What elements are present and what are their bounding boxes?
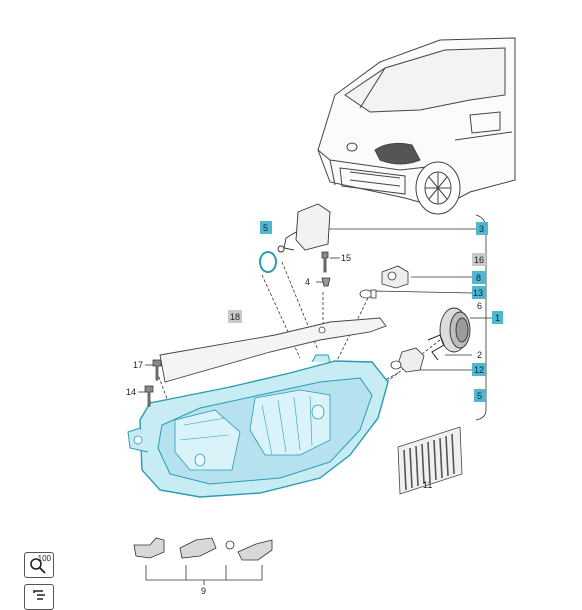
bulb-socket-3[interactable] <box>277 203 331 253</box>
callout-16[interactable]: 16 <box>474 255 484 265</box>
callout-labels: 3 5 15 4 16 8 13 6 1 18 2 12 5 17 <box>126 221 503 596</box>
callout-12-box <box>472 363 486 376</box>
callout-11[interactable]: 11 <box>423 480 432 490</box>
callout-18-box <box>228 310 242 323</box>
callout-8-box <box>472 271 486 284</box>
screw-14[interactable] <box>144 385 154 407</box>
callout-18[interactable]: 18 <box>230 312 240 322</box>
callout-9[interactable]: 9 <box>201 586 206 596</box>
callout-4[interactable]: 4 <box>305 277 310 287</box>
callout-13-box <box>472 286 486 299</box>
callout-5-top[interactable]: 5 <box>263 223 268 233</box>
callout-5-bottom[interactable]: 5 <box>477 391 482 401</box>
clip-4[interactable] <box>321 277 331 287</box>
zoom-search-icon <box>30 558 46 574</box>
headlight-housing[interactable] <box>127 354 389 498</box>
bulb-holder-12[interactable] <box>390 347 425 373</box>
bulb-13[interactable] <box>359 289 377 299</box>
link-icon <box>33 590 45 600</box>
trim-strip[interactable] <box>159 317 387 383</box>
protective-film-11[interactable] <box>397 426 463 495</box>
screw-17[interactable] <box>152 359 162 381</box>
callout-2[interactable]: 2 <box>477 350 482 360</box>
callout-14[interactable]: 14 <box>126 387 136 397</box>
cover-cap-1[interactable] <box>439 307 471 353</box>
callout-16-box <box>472 253 486 266</box>
callout-17[interactable]: 17 <box>133 360 143 370</box>
car-illustration <box>317 37 516 215</box>
callout-6[interactable]: 6 <box>477 301 482 311</box>
callout-1[interactable]: 1 <box>495 313 500 323</box>
callout-5-box <box>260 221 272 234</box>
repair-kit-brackets-9[interactable] <box>133 537 273 561</box>
callout-3-box <box>476 222 488 235</box>
callout-1-box <box>492 311 503 324</box>
callout-13[interactable]: 13 <box>473 288 483 298</box>
zoom-level-label: 100 <box>37 554 51 563</box>
bulb-holder-8[interactable] <box>381 265 409 289</box>
zoom-button[interactable]: 100 <box>24 552 54 578</box>
callout-15[interactable]: 15 <box>341 253 351 263</box>
screw-15[interactable] <box>321 251 329 273</box>
callout-3[interactable]: 3 <box>479 224 484 234</box>
link-button[interactable] <box>24 584 54 610</box>
wire-clip-2[interactable] <box>427 334 445 361</box>
callout-12[interactable]: 12 <box>474 365 484 375</box>
callout-5-bottom-box <box>474 389 486 402</box>
callout-8[interactable]: 8 <box>476 273 481 283</box>
retaining-ring-5[interactable] <box>259 251 277 273</box>
